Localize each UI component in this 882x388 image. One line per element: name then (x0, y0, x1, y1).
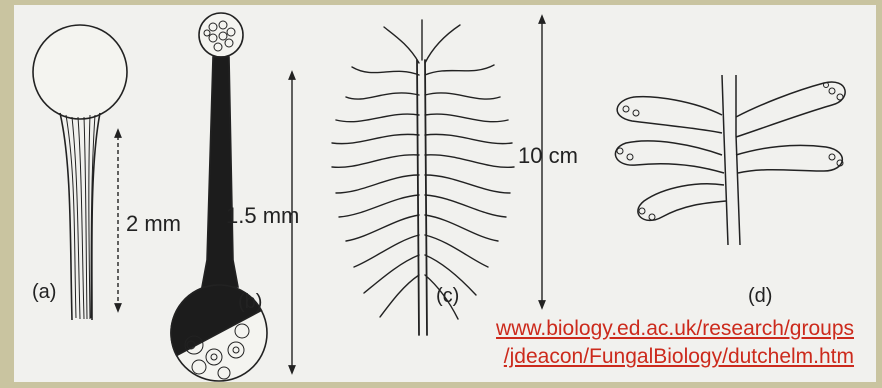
source-url-line-2[interactable]: /jdeacon/FungalBiology/dutchelm.htm (504, 345, 854, 369)
panel-label-a: (a) (32, 281, 56, 304)
scale-label-a: 2 mm (126, 211, 181, 237)
panel-label-c: (c) (436, 285, 459, 308)
source-url-line-1[interactable]: www.biology.ed.ac.uk/research/groups (496, 317, 854, 341)
structure-b (154, 13, 267, 381)
panel-label-b: (b) (238, 291, 262, 314)
panel-label-d: (d) (748, 285, 772, 308)
scale-label-b: 1.5 mm (226, 203, 299, 229)
structure-d (615, 75, 845, 245)
diagram-paper: (a) 2 mm (b) 1.5 mm (c) 10 cm (d) www.bi… (14, 5, 876, 382)
structure-a (33, 25, 127, 320)
scale-label-c: 10 cm (518, 143, 578, 169)
structure-c (332, 20, 514, 335)
